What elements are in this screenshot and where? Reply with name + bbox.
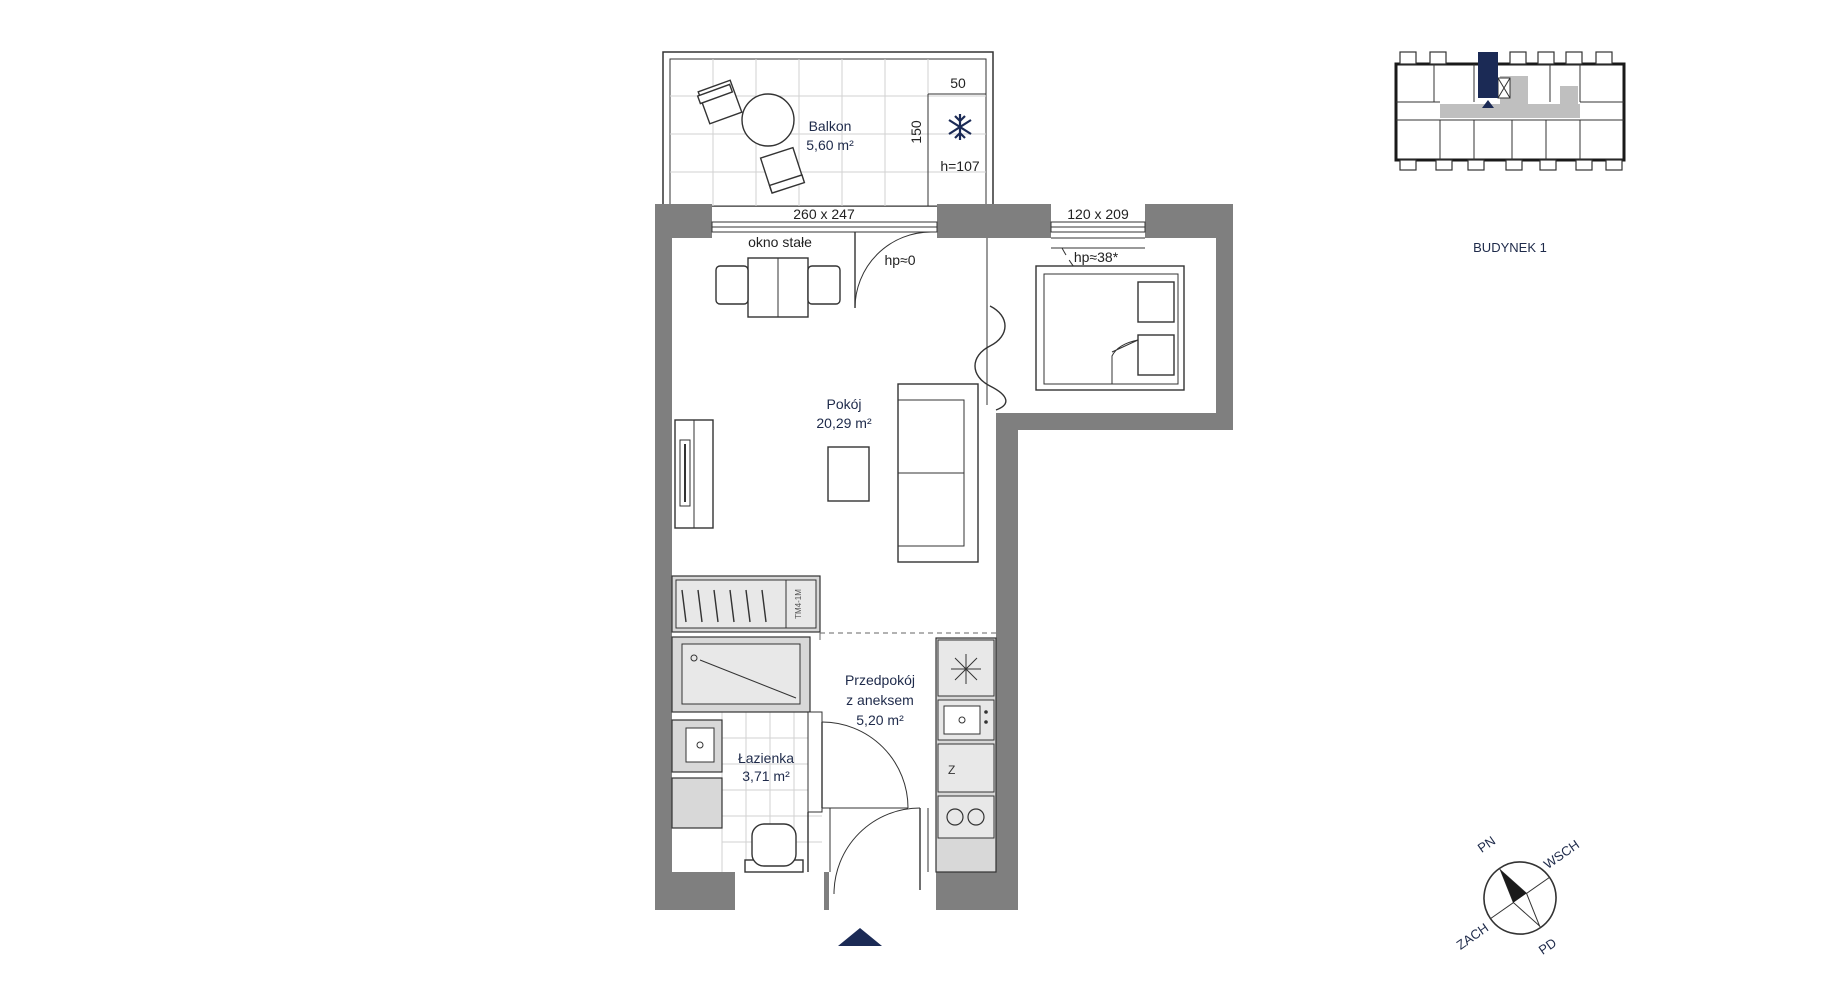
- compass-north: PN: [1475, 833, 1498, 856]
- door-hp-bedroom: hp≈38*: [1074, 249, 1119, 265]
- building-key-plan: [1394, 51, 1626, 171]
- entrance-door: [829, 807, 929, 895]
- tv-unit: [674, 419, 714, 529]
- window-bedroom-dim: 120 x 209: [1067, 206, 1129, 222]
- przedpokoj-area: 5,20 m²: [856, 712, 904, 728]
- balcony: Balkon 5,60 m² 50 150 h=107: [662, 51, 994, 207]
- snowflake-icon: [948, 114, 972, 140]
- compass-south: PD: [1536, 935, 1559, 958]
- walls: [655, 204, 1233, 910]
- bathroom: Łazienka 3,71 m²: [671, 635, 909, 873]
- balcony-table: [741, 93, 795, 147]
- hood-icon: [951, 654, 981, 684]
- curtain: [974, 305, 1007, 411]
- compass-west: ZACH: [1454, 920, 1492, 953]
- window-main-dim: 260 x 247: [793, 206, 855, 222]
- windows: 260 x 247 okno stałe hp≈0 120 x 209 hp≈3…: [711, 206, 1146, 312]
- compass-rose-icon: [1483, 861, 1557, 935]
- compass-east: WSCH: [1541, 837, 1582, 872]
- washer-label: TM4-1M: [794, 589, 803, 619]
- pokoj-area: 20,29 m²: [816, 415, 872, 431]
- balcony-height-dim: h=107: [940, 158, 980, 174]
- building-label: BUDYNEK 1: [1473, 240, 1547, 255]
- window-fixed-label: okno stałe: [748, 234, 812, 250]
- kitchen-unit: Z: [935, 637, 997, 873]
- wardrobe: TM4-1M: [671, 575, 821, 633]
- balcony-width-dim: 50: [950, 75, 966, 91]
- lazienka-name: Łazienka: [738, 750, 794, 766]
- fridge-label: Z: [948, 763, 955, 777]
- highlighted-unit: [1478, 52, 1498, 98]
- balcony-depth-dim: 150: [908, 120, 924, 144]
- door-hp-main: hp≈0: [884, 252, 915, 268]
- sofa: [897, 383, 979, 563]
- przedpokoj-name-line1: Przedpokój: [845, 672, 915, 688]
- triangle-up-icon: [838, 928, 882, 946]
- przedpokoj-name-line2: z aneksem: [846, 692, 914, 708]
- bed: [1035, 265, 1185, 391]
- dining-table: [715, 257, 841, 318]
- pokoj-name: Pokój: [826, 396, 861, 412]
- lazienka-area: 3,71 m²: [742, 768, 790, 784]
- balkon-area: 5,60 m²: [806, 137, 854, 153]
- coffee-table: [827, 446, 870, 502]
- balkon-name: Balkon: [809, 118, 852, 134]
